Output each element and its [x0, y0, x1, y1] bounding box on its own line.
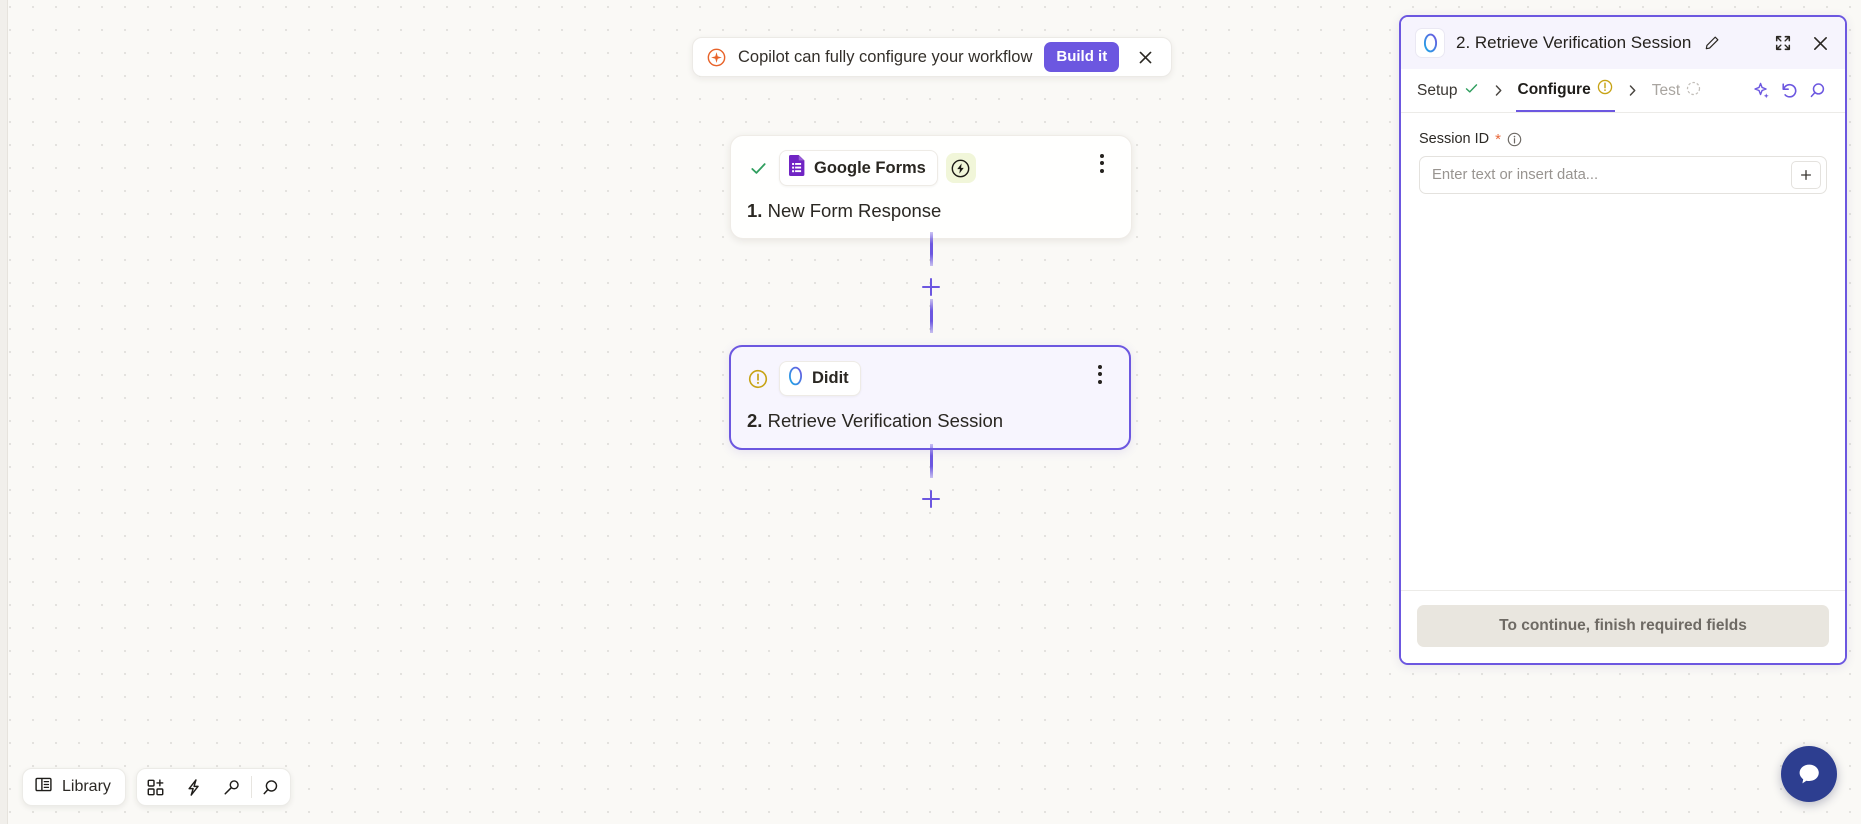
add-grid-icon[interactable]: [137, 768, 175, 806]
insert-data-button[interactable]: [1791, 161, 1821, 189]
tab-label: Test: [1651, 81, 1681, 99]
google-forms-icon: [788, 155, 805, 181]
node-step-number: 1.: [747, 200, 763, 221]
chevron-right-icon: [1481, 84, 1516, 97]
chevron-right-icon: [1615, 84, 1650, 97]
pencil-icon[interactable]: [1702, 33, 1722, 53]
library-label: Library: [62, 778, 111, 795]
bolt-icon[interactable]: [175, 768, 213, 806]
app-name-label: Google Forms: [814, 158, 926, 177]
search-icon[interactable]: [1803, 77, 1831, 105]
node-title-text: Retrieve Verification Session: [767, 410, 1004, 431]
warning-icon: [1597, 79, 1613, 100]
tab-setup[interactable]: Setup: [1415, 69, 1481, 112]
close-icon[interactable]: [1807, 30, 1833, 56]
node-header: Google Forms: [747, 150, 1115, 186]
info-icon[interactable]: [1507, 132, 1522, 147]
flow-node-google-forms[interactable]: Google Forms 1. New Form Response: [730, 135, 1132, 239]
trigger-bolt-icon: [945, 153, 976, 183]
chat-bubble-icon[interactable]: [1781, 746, 1837, 802]
step-config-panel: 2. Retrieve Verification Session: [1399, 15, 1847, 665]
pending-icon: [1686, 81, 1701, 101]
kebab-menu-icon[interactable]: [1087, 361, 1113, 387]
close-icon[interactable]: [1133, 45, 1157, 69]
field-label-row-session-id: Session ID *: [1419, 131, 1827, 147]
panel-title: 2. Retrieve Verification Session: [1456, 33, 1692, 52]
search-icon[interactable]: [252, 768, 290, 806]
session-id-input[interactable]: [1420, 157, 1791, 193]
connector-line-2: [930, 299, 933, 333]
panel-header: 2. Retrieve Verification Session: [1401, 17, 1845, 69]
kebab-menu-icon[interactable]: [1089, 150, 1115, 176]
add-step-button-1[interactable]: [920, 276, 942, 298]
session-id-field-wrap: [1419, 156, 1827, 194]
didit-icon: [788, 366, 803, 391]
book-icon: [34, 775, 53, 799]
didit-logo-icon: [1415, 28, 1445, 58]
check-icon: [747, 157, 769, 179]
node-title-text: New Form Response: [767, 200, 942, 221]
connector-line-3: [930, 444, 933, 478]
node-title: 2. Retrieve Verification Session: [747, 410, 1113, 432]
check-icon: [1464, 81, 1479, 101]
panel-footer: To continue, finish required fields: [1401, 590, 1845, 663]
connector-line-1: [930, 232, 933, 266]
node-step-number: 2.: [747, 410, 763, 431]
canvas-tools-group: [135, 768, 291, 806]
copilot-banner-text: Copilot can fully configure your workflo…: [738, 47, 1033, 66]
panel-body: Session ID *: [1401, 113, 1845, 590]
tab-label: Setup: [1417, 81, 1458, 99]
copilot-star-icon: [707, 48, 726, 67]
bottom-toolbar: Library: [22, 768, 291, 806]
sparkle-icon[interactable]: [1747, 77, 1775, 105]
warning-icon: [747, 368, 769, 390]
app-chip-didit[interactable]: Didit: [779, 361, 861, 396]
build-it-button[interactable]: Build it: [1044, 42, 1120, 72]
app-name-label: Didit: [812, 369, 849, 387]
required-marker: *: [1495, 130, 1501, 148]
library-button[interactable]: Library: [22, 768, 126, 806]
expand-icon[interactable]: [1770, 30, 1796, 56]
undo-icon[interactable]: [1775, 77, 1803, 105]
wrench-icon[interactable]: [213, 768, 251, 806]
app-chip-google-forms[interactable]: Google Forms: [779, 150, 938, 186]
field-label: Session ID: [1419, 131, 1490, 147]
add-step-button-2[interactable]: [920, 488, 942, 510]
toolbar-divider: [250, 776, 252, 798]
tab-configure[interactable]: Configure: [1515, 69, 1615, 112]
flow-node-didit[interactable]: Didit 2. Retrieve Verification Session: [729, 345, 1131, 450]
node-header: Didit: [747, 361, 1113, 396]
copilot-banner: Copilot can fully configure your workflo…: [692, 37, 1173, 77]
tab-label: Configure: [1517, 80, 1591, 98]
tab-test[interactable]: Test: [1650, 69, 1703, 112]
continue-button[interactable]: To continue, finish required fields: [1417, 605, 1829, 647]
left-edge-rail: [0, 0, 8, 824]
node-title: 1. New Form Response: [747, 200, 1115, 222]
panel-tabs: Setup Configure: [1401, 69, 1845, 113]
